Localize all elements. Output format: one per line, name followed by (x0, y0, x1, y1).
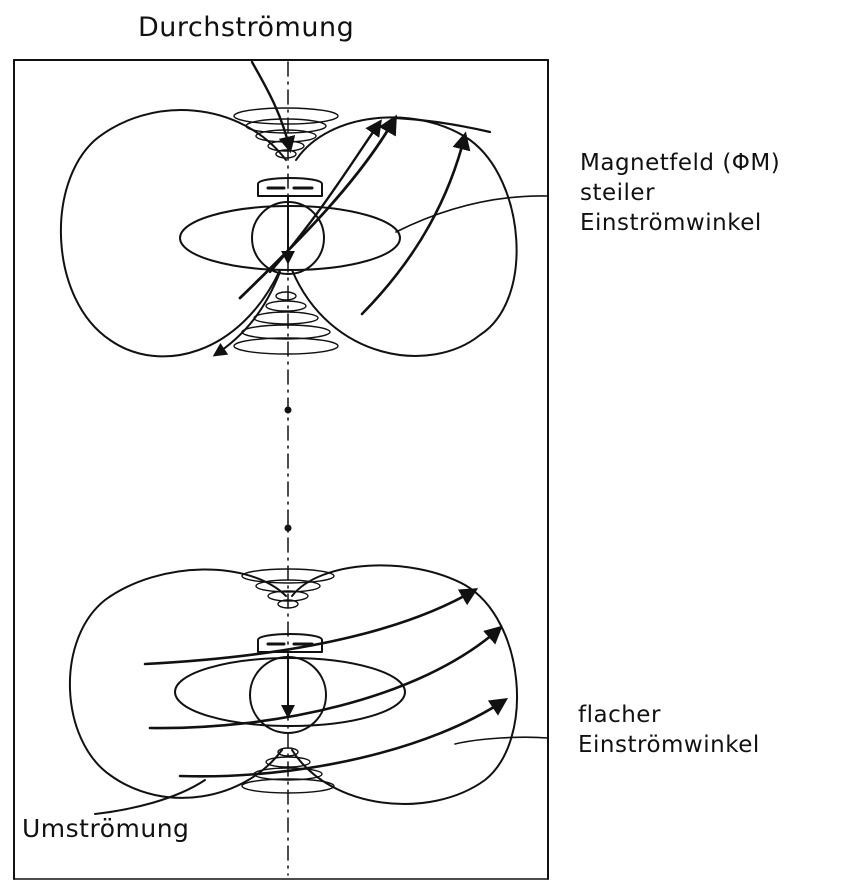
label-magnetfeld-group: Magnetfeld (ΦM) steiler Einströmwinkel (580, 148, 780, 238)
axis-dot (286, 526, 291, 531)
upper-magnet (61, 62, 548, 356)
flat-field-line (180, 700, 505, 776)
label-einstroemwinkel-flat: Einströmwinkel (578, 730, 760, 760)
label-umstroemung: Umströmung (22, 814, 189, 843)
label-durchstroemung: Durchströmung (138, 12, 354, 43)
label-magnetfeld: Magnetfeld (ΦM) (580, 148, 780, 178)
durchstroemung-arrow (252, 62, 290, 150)
right-lobe (292, 117, 517, 356)
leader-line-flat (455, 737, 548, 744)
label-einstroemwinkel-steep: Einströmwinkel (580, 208, 780, 238)
axis-dot (286, 408, 291, 413)
steep-field-line (240, 118, 395, 298)
lower-magnet (70, 565, 548, 814)
outgoing-line (215, 272, 280, 355)
disc-ellipse (180, 206, 400, 270)
coil-bottom (234, 292, 338, 354)
steep-field-line (396, 118, 490, 132)
label-flacher-group: flacher Einströmwinkel (578, 700, 760, 760)
label-flacher: flacher (578, 700, 760, 730)
label-steiler: steiler (580, 178, 780, 208)
leader-line-magnet (396, 196, 548, 232)
